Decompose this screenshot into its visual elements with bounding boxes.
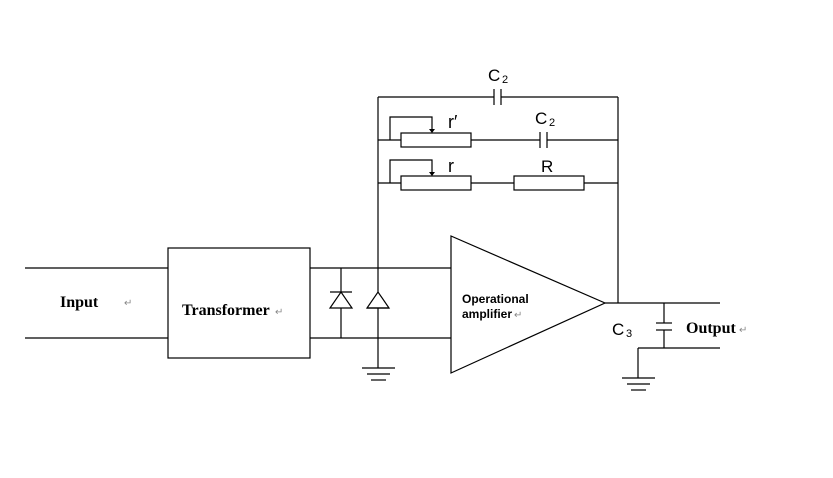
- c2-top-subscript: 2: [502, 74, 508, 86]
- capacitor-c2-top: [378, 89, 618, 105]
- output-wires: [605, 302, 720, 349]
- op-amp-return-mark: ↵: [514, 310, 522, 321]
- input-return-mark: ↵: [124, 298, 132, 309]
- transformer-return-mark: ↵: [275, 307, 283, 318]
- output-label: Output: [686, 320, 736, 337]
- potentiometer-r-prime: [378, 116, 618, 148]
- output-return-mark: ↵: [739, 325, 747, 336]
- diode-1: [328, 268, 354, 338]
- R-label: R: [541, 157, 553, 176]
- op-amp-triangle: [450, 235, 607, 374]
- r-prime-label: r′: [448, 112, 458, 132]
- transformer-block: [167, 247, 311, 359]
- op-amp-label-line1: Operational: [462, 292, 529, 306]
- resistor-R: [513, 175, 618, 191]
- potentiometer-r: [378, 159, 514, 191]
- ground-output: [622, 348, 655, 391]
- c2-top-label: C: [488, 66, 500, 85]
- r-label: r: [448, 156, 454, 176]
- c2-mid-label: C: [535, 109, 547, 128]
- transformer-label: Transformer: [182, 302, 270, 319]
- ground-input: [362, 338, 395, 381]
- op-amp-label-line2: amplifier: [462, 307, 512, 321]
- diode-2: [365, 268, 391, 338]
- c2-mid-subscript: 2: [549, 117, 555, 129]
- c3-label: C: [612, 320, 624, 339]
- signal-wires: [310, 267, 451, 339]
- input-label: Input: [60, 294, 99, 311]
- input-wires: [25, 267, 168, 339]
- c3-subscript: 3: [626, 328, 632, 340]
